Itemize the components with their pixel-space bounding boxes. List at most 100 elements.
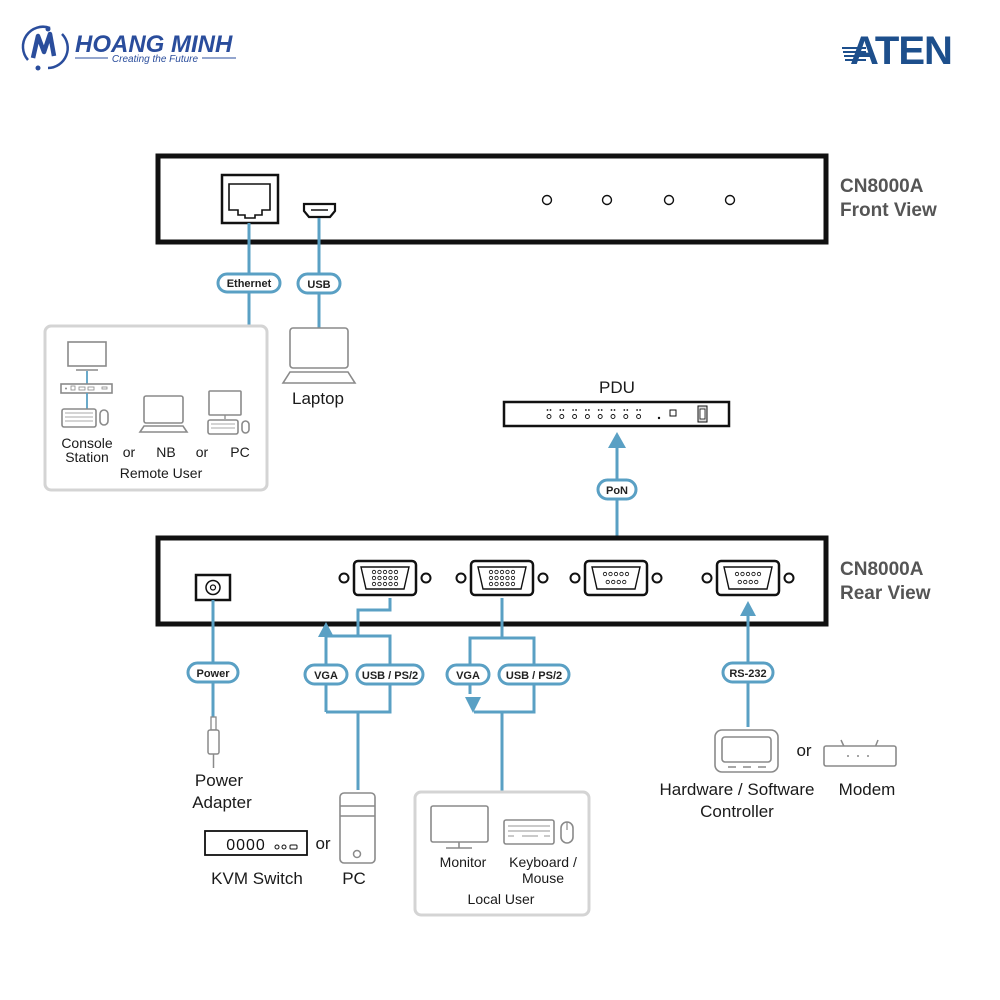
vga-out-arrow-icon	[465, 697, 481, 713]
svg-text:VGA: VGA	[456, 670, 480, 682]
hw-controller-label-line2: Controller	[700, 802, 774, 821]
keyboard-label-line1: Keyboard /	[509, 854, 577, 870]
vga-port-2-icon	[455, 559, 549, 597]
vga-port-1-icon	[338, 559, 432, 597]
local-user-title: Local User	[468, 891, 535, 907]
rear-view-label: Rear View	[840, 583, 931, 604]
monitor-icon	[430, 805, 489, 849]
console-label-line1: Console	[61, 435, 113, 451]
pc-console-wiring	[318, 598, 392, 790]
svg-text:VGA: VGA	[314, 670, 338, 682]
aten-wordmark: ATEN	[850, 29, 952, 73]
db9-port-pon-icon	[569, 559, 663, 597]
remote-user-box	[43, 324, 269, 492]
svg-text:Power: Power	[196, 668, 230, 680]
hoang-minh-logo: HOANG MINH Creating the Future	[21, 25, 236, 71]
pdu-outlet-icon	[623, 409, 629, 419]
pdu-outlet-icon	[597, 409, 603, 419]
svg-text:RS-232: RS-232	[729, 668, 766, 680]
ethernet-port-icon	[220, 173, 280, 225]
console-kvm-unit-icon	[60, 383, 113, 394]
hardware-controller-icon	[714, 729, 779, 773]
keyboard-label-line2: Mouse	[522, 870, 564, 886]
console-keyboard-icon	[61, 408, 109, 428]
ethernet-label-pill: Ethernet	[216, 272, 282, 294]
front-led	[724, 194, 736, 206]
pon-label-pill: PoN	[596, 478, 638, 501]
pdu-device	[502, 400, 731, 428]
local-user-group: Monitor Keyboard / Mouse Local User	[413, 790, 591, 917]
pc-label: PC	[230, 444, 249, 460]
vga-label-pill-1: VGA	[303, 663, 349, 686]
local-console-wiring	[465, 598, 536, 792]
rear-view-model: CN8000A	[840, 559, 924, 580]
remote-pc-icon	[207, 390, 250, 435]
svg-text:USB / PS/2: USB / PS/2	[362, 670, 418, 682]
svg-text:USB: USB	[307, 279, 330, 291]
power-adapter-label-line1: Power	[195, 771, 244, 790]
pon-arrow-icon	[608, 432, 626, 448]
or-separator: or	[796, 741, 811, 760]
console-monitor-icon	[67, 341, 107, 371]
modem-icon	[823, 739, 897, 767]
laptop-icon	[281, 327, 357, 384]
kvm-switch-label: KVM Switch	[211, 869, 303, 888]
pdu-outlet-icon	[559, 409, 565, 419]
pdu-outlet-icon	[546, 409, 552, 419]
kvm-switch-display: 0000	[226, 837, 266, 854]
cn8000a-front-panel	[155, 153, 829, 245]
local-user-box	[413, 790, 591, 917]
or-separator: or	[315, 834, 330, 853]
rs232-label-pill: RS-232	[721, 661, 775, 684]
kvm-switch-icon: 0000	[204, 830, 308, 856]
usb-label-pill: USB	[296, 272, 342, 295]
hw-controller-label-line1: Hardware / Software	[660, 780, 815, 799]
or-separator: or	[123, 444, 136, 460]
hoang-minh-emblem-icon	[21, 25, 69, 71]
hoang-minh-tagline: Creating the Future	[112, 54, 199, 65]
pc-tower-icon	[339, 792, 376, 864]
pdu-switch-icon	[697, 405, 708, 423]
power-jack-icon	[194, 573, 232, 602]
keyboard-mouse-icon	[503, 819, 574, 845]
pdu-outlet-icon	[636, 409, 642, 419]
nb-label: NB	[156, 444, 175, 460]
notebook-icon	[138, 395, 189, 433]
svg-text:Ethernet: Ethernet	[227, 278, 272, 290]
monitor-label: Monitor	[440, 854, 487, 870]
front-view-model: CN8000A	[840, 176, 924, 197]
console-label-line2: Station	[65, 449, 109, 465]
power-adapter-label-line2: Adapter	[192, 793, 252, 812]
cn8000a-rear-panel	[155, 535, 829, 627]
pdu-outlets	[546, 409, 642, 419]
vga-label-pill-2: VGA	[445, 663, 491, 686]
pdu-outlet-icon	[572, 409, 578, 419]
pdu-chassis	[502, 400, 731, 428]
usb-port-icon	[302, 202, 337, 219]
remote-user-title: Remote User	[120, 465, 203, 481]
aten-logo: ATEN	[842, 29, 953, 73]
remote-user-group: Console Station or NB or PC Remote User	[43, 324, 269, 492]
rs232-arrow-icon	[740, 601, 756, 616]
or-separator: or	[196, 444, 209, 460]
usb-ps2-label-pill-1: USB / PS/2	[355, 663, 425, 686]
pdu-outlet-icon	[610, 409, 616, 419]
front-led	[541, 194, 553, 206]
db9-port-rs232-icon	[701, 559, 795, 597]
svg-text:PoN: PoN	[606, 485, 628, 497]
front-led	[601, 194, 613, 206]
pc-label: PC	[342, 869, 366, 888]
aten-speed-lines-icon	[842, 47, 866, 61]
usb-ps2-label-pill-2: USB / PS/2	[497, 663, 571, 686]
pdu-button-icon	[669, 409, 677, 417]
vga-in-arrow-icon	[318, 622, 334, 637]
pdu-label: PDU	[599, 378, 635, 397]
modem-label: Modem	[839, 780, 896, 799]
front-view-label: Front View	[840, 200, 937, 221]
svg-text:USB / PS/2: USB / PS/2	[506, 670, 562, 682]
pdu-outlet-icon	[584, 409, 590, 419]
pdu-indicator	[657, 416, 661, 420]
laptop-label: Laptop	[292, 389, 344, 408]
power-adapter-plug-icon	[207, 716, 220, 768]
